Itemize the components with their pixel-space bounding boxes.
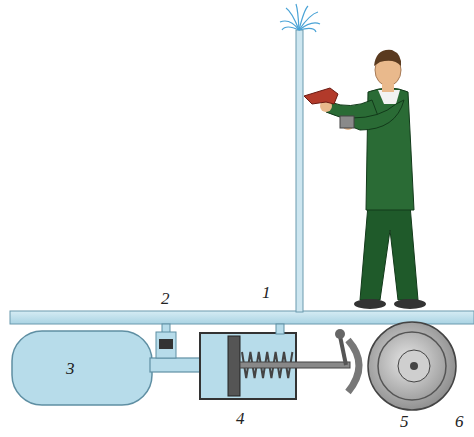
cam-shoe [348, 340, 359, 392]
tank [12, 331, 152, 405]
callout-number: 3 [66, 360, 75, 377]
riser-pipe [296, 30, 303, 312]
wheel-hub [398, 350, 430, 382]
piston-rod [240, 362, 350, 368]
water-spray [280, 4, 320, 32]
valve [159, 339, 173, 349]
callout-number: 2 [161, 290, 170, 307]
tank-neck [150, 358, 202, 372]
wheel-axle [410, 362, 418, 370]
callout-number: 6 [455, 413, 464, 430]
callout-number: 1 [262, 284, 271, 301]
lever [340, 336, 346, 365]
lever-knob [335, 329, 345, 339]
wheel-rim [378, 332, 446, 400]
valve-body [156, 332, 176, 358]
cam-wheel [368, 322, 456, 410]
callout-number: 5 [400, 413, 409, 430]
worker-figure [304, 50, 426, 309]
piston [228, 336, 240, 396]
callout-number: 4 [236, 410, 245, 427]
outlet-stem [276, 324, 284, 334]
